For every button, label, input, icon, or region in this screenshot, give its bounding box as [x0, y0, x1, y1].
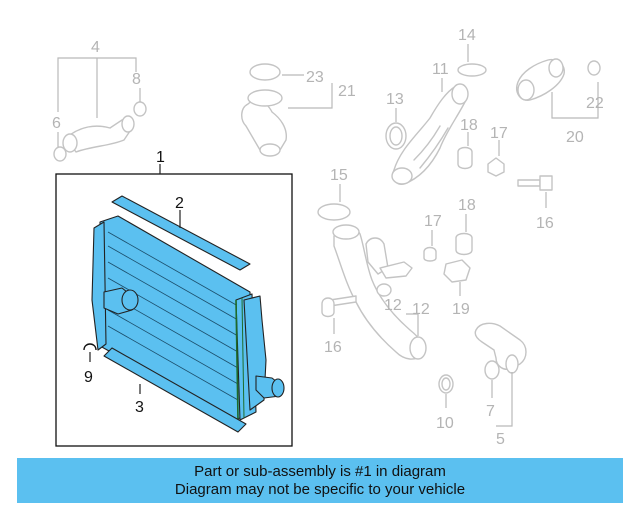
intake-pipe-11: [391, 78, 469, 185]
hose-assembly-4-6-8: [53, 57, 147, 162]
callout-2[interactable]: 2: [175, 195, 184, 212]
callout-21[interactable]: 21: [338, 83, 356, 100]
nut-17-top: [487, 140, 505, 177]
banner-line-2: Diagram may not be specific to your vehi…: [174, 480, 466, 498]
callout-labels: 1 2 3 9 4 5 6 7 8 10 11 12 12 13 14 15 1…: [52, 27, 604, 448]
callout-22[interactable]: 22: [586, 95, 604, 112]
callout-11[interactable]: 11: [432, 61, 449, 78]
bracket-19: [443, 259, 471, 296]
callout-4[interactable]: 4: [91, 39, 100, 56]
lower-strip-3: [103, 347, 247, 433]
clamp-14: [457, 44, 487, 77]
ring-13: [385, 108, 407, 150]
callout-6[interactable]: 6: [52, 115, 61, 132]
bolt-16-right: [517, 175, 553, 208]
callout-13[interactable]: 13: [386, 91, 404, 108]
callout-19[interactable]: 19: [452, 301, 470, 318]
charge-pipe-12: [332, 224, 427, 360]
bushing-18-top: [457, 132, 473, 170]
banner-line-1: Part or sub-assembly is #1 in diagram: [194, 462, 446, 480]
callout-20[interactable]: 20: [566, 129, 584, 146]
clip-9: [83, 343, 97, 362]
callout-18-top[interactable]: 18: [460, 117, 478, 134]
intercooler-core: [91, 195, 285, 421]
info-banner: Part or sub-assembly is #1 in diagram Di…: [17, 458, 623, 503]
callout-23[interactable]: 23: [306, 69, 324, 86]
callout-5[interactable]: 5: [496, 431, 505, 448]
callout-12-left[interactable]: 12: [384, 297, 402, 314]
bushing-18-mid: [455, 214, 473, 256]
bolt-16-left: [321, 295, 357, 334]
callout-3[interactable]: 3: [135, 399, 144, 416]
clamp-15: [317, 184, 351, 221]
callout-10[interactable]: 10: [436, 415, 454, 432]
callout-14[interactable]: 14: [458, 27, 476, 44]
callout-16-right[interactable]: 16: [536, 215, 554, 232]
callout-16-left[interactable]: 16: [324, 339, 342, 356]
hose-5-7: [474, 322, 527, 427]
callout-1[interactable]: 1: [156, 149, 165, 166]
callout-17-mid[interactable]: 17: [424, 213, 442, 230]
callout-18-mid[interactable]: 18: [458, 197, 476, 214]
callout-12-right[interactable]: 12: [412, 301, 430, 318]
ring-10: [438, 374, 454, 408]
hose-20: [516, 58, 601, 119]
nut-17-mid: [423, 230, 437, 262]
hose-21-23: [241, 63, 333, 157]
callout-17-top[interactable]: 17: [490, 125, 508, 142]
callout-8[interactable]: 8: [132, 71, 141, 88]
callout-7[interactable]: 7: [486, 403, 495, 420]
callout-9[interactable]: 9: [84, 369, 93, 386]
callout-15[interactable]: 15: [330, 167, 348, 184]
